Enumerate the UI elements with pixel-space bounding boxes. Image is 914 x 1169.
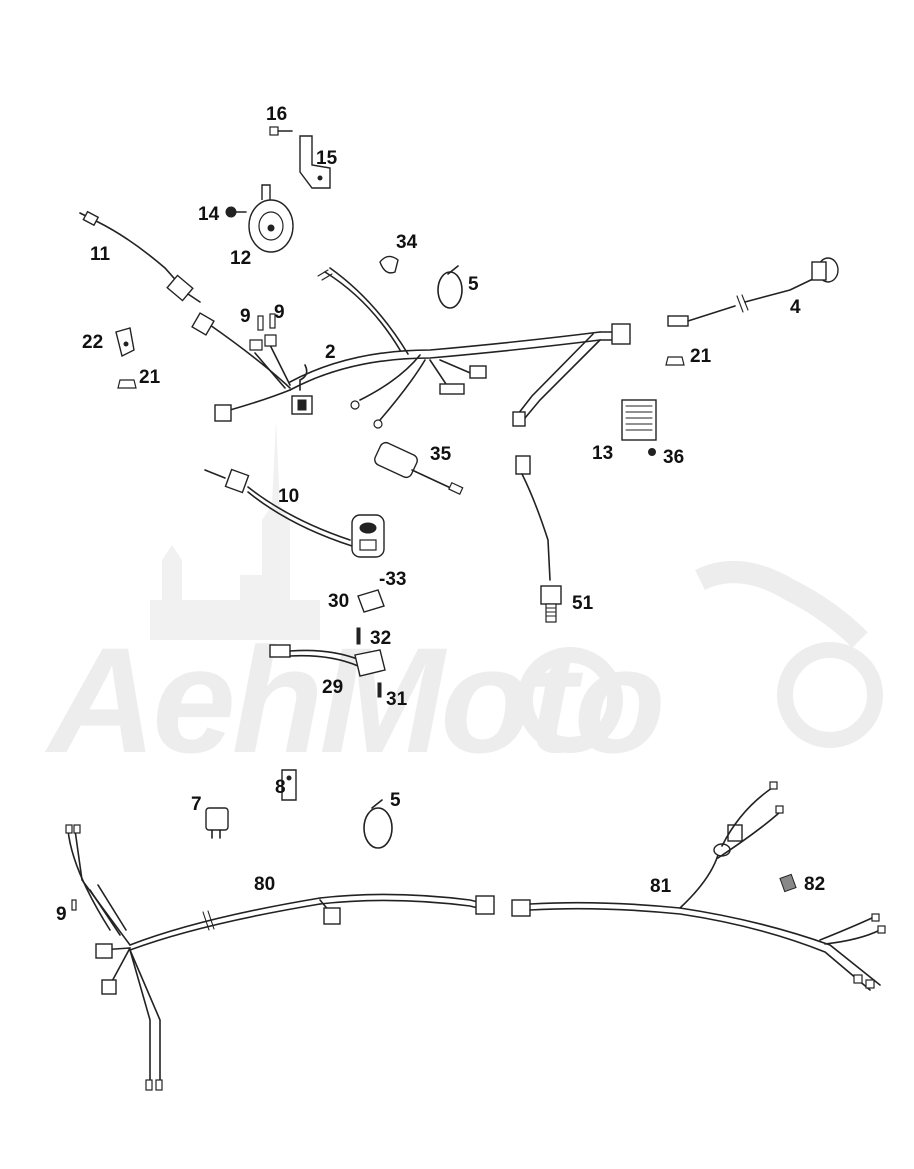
part-regulator-13 bbox=[621, 399, 657, 441]
callout-12: 12 bbox=[230, 248, 251, 269]
part-main-harness-2 bbox=[191, 267, 631, 429]
callout-35: 35 bbox=[430, 444, 452, 465]
callout-14: 14 bbox=[198, 204, 220, 225]
callout-36: 36 bbox=[663, 447, 684, 468]
part-cable-11 bbox=[79, 210, 201, 303]
watermark-motorcycle bbox=[695, 561, 868, 648]
callout-22: 22 bbox=[82, 332, 103, 353]
part-switch-10 bbox=[204, 468, 385, 558]
part-nut-21b bbox=[665, 356, 685, 366]
part-nut-21a bbox=[117, 379, 137, 389]
callout-30: 30 bbox=[328, 591, 349, 612]
part-screw-14 bbox=[225, 206, 247, 218]
callout-81: 81 bbox=[650, 876, 672, 897]
part-rear-harness-80 bbox=[65, 824, 495, 1091]
callout-33: -33 bbox=[379, 569, 406, 590]
watermark-wheel-2 bbox=[517, 647, 623, 753]
part-clip-34 bbox=[379, 255, 399, 274]
part-condenser-35 bbox=[374, 441, 464, 495]
part-fuse-9c bbox=[71, 899, 77, 911]
part-front-harness-81 bbox=[511, 781, 886, 991]
callout-15: 15 bbox=[316, 148, 338, 169]
part-fuse-9b bbox=[269, 313, 276, 329]
callout-16: 16 bbox=[266, 104, 287, 125]
callout-31: 31 bbox=[386, 689, 408, 710]
callout-32: 32 bbox=[370, 628, 391, 649]
part-sensor-51 bbox=[515, 455, 562, 623]
part-cable-tie-5b bbox=[363, 799, 393, 849]
callout-80: 80 bbox=[254, 874, 275, 895]
callout-5-lower: 5 bbox=[390, 790, 401, 811]
callout-34: 34 bbox=[396, 232, 418, 253]
callout-labels: 16 15 14 12 11 34 5 4 9 9 2 22 21 21 13 … bbox=[56, 104, 825, 925]
watermark-text: AehMoto bbox=[44, 616, 662, 784]
part-horn-bracket-15 bbox=[299, 135, 331, 189]
callout-8: 8 bbox=[275, 777, 286, 798]
callout-7: 7 bbox=[191, 794, 202, 815]
part-bolt-16 bbox=[269, 126, 293, 136]
callout-82: 82 bbox=[804, 874, 825, 895]
part-relay-7 bbox=[205, 807, 229, 839]
callout-9-left: 9 bbox=[240, 306, 251, 327]
part-bracket-22 bbox=[115, 327, 135, 358]
part-fuse-9a bbox=[257, 315, 264, 331]
part-cable-tie-5 bbox=[437, 265, 463, 309]
callout-51: 51 bbox=[572, 593, 594, 614]
callout-21-right: 21 bbox=[690, 346, 712, 367]
part-cable-29 bbox=[269, 644, 386, 677]
part-screw-32 bbox=[356, 627, 361, 645]
watermark-cathedral bbox=[150, 420, 320, 640]
part-terminal-82 bbox=[779, 873, 797, 893]
part-cover-30 bbox=[357, 589, 385, 613]
callout-9-right: 9 bbox=[274, 302, 285, 323]
part-cable-4 bbox=[667, 257, 839, 327]
callout-21-left: 21 bbox=[139, 367, 161, 388]
callout-29: 29 bbox=[322, 677, 343, 698]
watermark: AehMoto bbox=[44, 420, 883, 784]
part-bracket-8 bbox=[281, 769, 297, 801]
callout-2: 2 bbox=[325, 342, 336, 363]
callout-4: 4 bbox=[790, 297, 801, 318]
part-horn-12 bbox=[248, 184, 294, 253]
callout-9-lower: 9 bbox=[56, 904, 67, 925]
callout-5: 5 bbox=[468, 274, 479, 295]
callout-10: 10 bbox=[278, 486, 299, 507]
watermark-wheel bbox=[777, 642, 883, 748]
callout-13: 13 bbox=[592, 443, 613, 464]
callout-11: 11 bbox=[90, 244, 111, 265]
part-screw-36 bbox=[648, 448, 656, 456]
part-screw-31 bbox=[377, 682, 382, 698]
